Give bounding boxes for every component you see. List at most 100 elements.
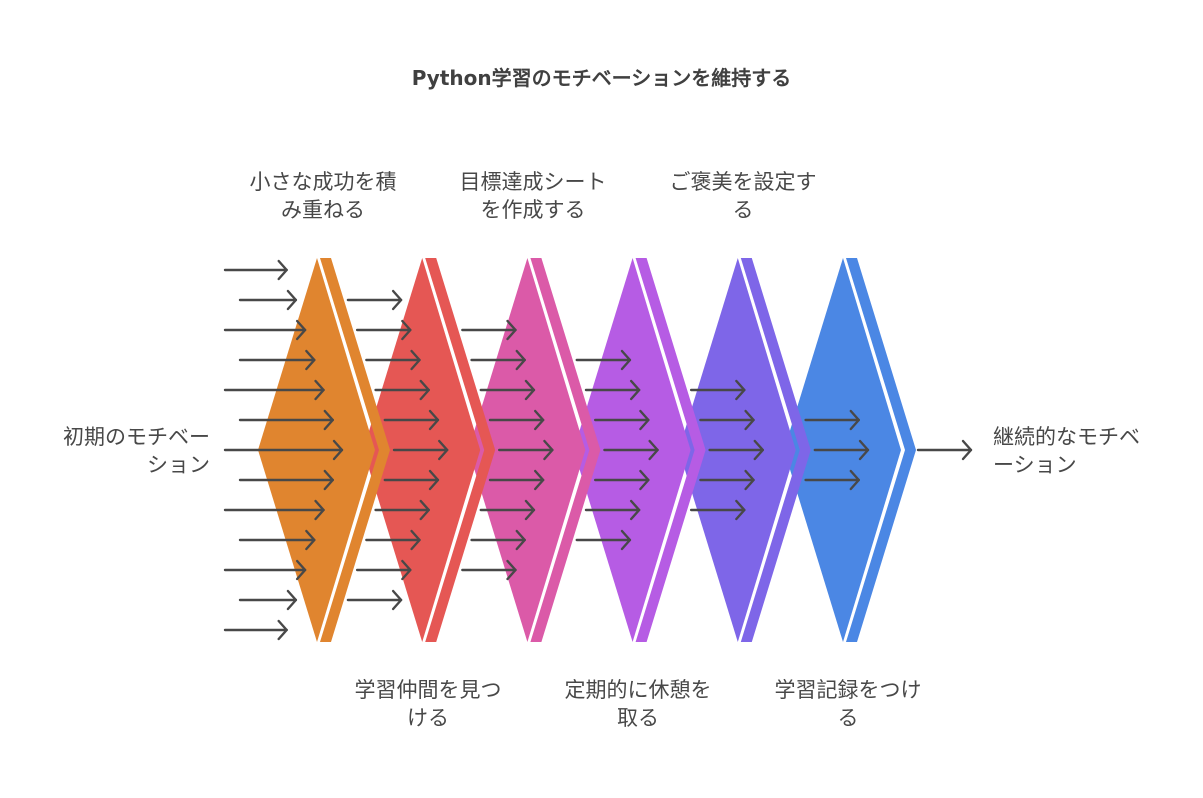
arrow-head: [735, 499, 746, 521]
input-label-line: ション: [147, 453, 210, 477]
flow-arrow: [461, 559, 517, 581]
flow-arrow: [238, 289, 298, 311]
output-arrow: [916, 439, 973, 461]
arrow-head: [391, 289, 403, 311]
flow-arrow: [223, 559, 307, 581]
arrow-head: [515, 349, 526, 371]
flow-arrow: [238, 529, 316, 551]
arrow-head: [428, 469, 440, 491]
stage-label-line: み重ねる: [281, 198, 365, 222]
arrow-head: [858, 439, 870, 461]
arrow-head: [648, 439, 659, 461]
arrow-head: [438, 439, 449, 461]
flow-arrow: [392, 439, 449, 461]
stage-label-2: 学習仲間を見つ ける: [333, 676, 523, 732]
arrow-head: [753, 439, 764, 461]
arrow-head: [543, 439, 554, 461]
stage-label-5: ご褒美を設定す る: [648, 168, 838, 224]
flow-arrow: [804, 409, 860, 431]
stage-label-1: 小さな成功を積 み重ねる: [228, 168, 418, 224]
arrow-head: [735, 379, 746, 401]
arrow-head: [524, 499, 536, 521]
stage-label-line: 取る: [617, 706, 659, 730]
flow-arrow: [365, 349, 421, 371]
arrow-head: [639, 409, 650, 431]
arrow-head: [629, 379, 641, 401]
arrow-head: [515, 529, 526, 551]
flow-arrow: [699, 469, 755, 491]
arrow-head: [286, 589, 298, 611]
input-label-line: 初期のモチベー: [63, 425, 210, 449]
flow-arrow: [689, 379, 746, 401]
arrow-head: [639, 469, 650, 491]
output-label-line: 継続的なモチベ: [993, 425, 1140, 449]
flow-arrow: [479, 499, 536, 521]
flow-arrow: [223, 319, 307, 341]
flow-arrow: [346, 589, 403, 611]
arrow-head: [323, 409, 334, 431]
arrow-head: [305, 529, 316, 551]
stage-label-3: 目標達成シート を作成する: [438, 168, 628, 224]
arrow-head: [744, 469, 755, 491]
flow-arrow: [575, 349, 632, 371]
flow-arrow: [374, 379, 430, 401]
stage-label-line: 学習仲間を見つ: [354, 678, 502, 702]
stage-label-4: 定期的に休憩を 取る: [543, 676, 733, 732]
flow-arrow: [479, 379, 536, 401]
arrow-head: [419, 499, 430, 521]
flow-arrow: [223, 499, 325, 521]
arrow-head: [401, 319, 412, 341]
flow-arrow: [461, 319, 517, 341]
arrow-head: [620, 529, 632, 551]
arrow-head: [314, 379, 325, 401]
flow-arrow: [593, 409, 650, 431]
output-label-line: ーション: [993, 453, 1077, 477]
output-label: 継続的なモチベ ーション: [993, 423, 1183, 479]
stage-label-line: を作成する: [480, 198, 586, 222]
flow-arrow: [238, 349, 316, 371]
stage-label-6: 学習記録をつけ る: [753, 676, 943, 732]
flow-arrow: [346, 289, 403, 311]
flow-arrow: [238, 409, 334, 431]
arrow-head: [401, 559, 412, 581]
stage-label-line: ける: [407, 706, 449, 730]
arrow-head: [849, 469, 860, 491]
arrow-head: [629, 499, 641, 521]
arrow-head: [286, 289, 298, 311]
arrow-head: [314, 499, 325, 521]
stage-label-line: 目標達成シート: [459, 170, 607, 194]
flow-arrow: [488, 409, 545, 431]
arrow-head: [410, 349, 421, 371]
flow-arrow: [593, 469, 650, 491]
stage-label-line: 小さな成功を積: [249, 170, 397, 194]
diagram-title: Python学習のモチベーションを維持する: [411, 66, 792, 90]
flow-arrow: [470, 529, 526, 551]
flow-arrow: [488, 469, 545, 491]
arrow-head: [295, 319, 307, 341]
flow-arrow: [355, 319, 412, 341]
flow-arrow: [223, 439, 344, 461]
flow-arrow: [689, 499, 746, 521]
flow-arrow: [584, 499, 641, 521]
flow-arrow: [383, 409, 440, 431]
arrow-head: [533, 409, 545, 431]
arrow-head: [428, 409, 440, 431]
arrow-head: [620, 349, 632, 371]
arrow-head: [506, 319, 517, 341]
flow-arrow: [699, 409, 755, 431]
stage-label-line: 学習記録をつけ: [774, 678, 922, 702]
stage-label-line: る: [732, 198, 754, 222]
flow-arrow: [804, 469, 860, 491]
arrow-head: [410, 529, 421, 551]
flow-arrow: [383, 469, 440, 491]
arrow-head: [323, 469, 334, 491]
stage-label-line: ご褒美を設定す: [669, 170, 817, 194]
arrow-head: [961, 439, 973, 461]
flow-arrow: [238, 469, 334, 491]
flow-arrow: [374, 499, 430, 521]
flow-arrow: [813, 439, 870, 461]
arrow-head: [419, 379, 430, 401]
flow-arrow: [355, 559, 412, 581]
arrow-head: [295, 559, 307, 581]
